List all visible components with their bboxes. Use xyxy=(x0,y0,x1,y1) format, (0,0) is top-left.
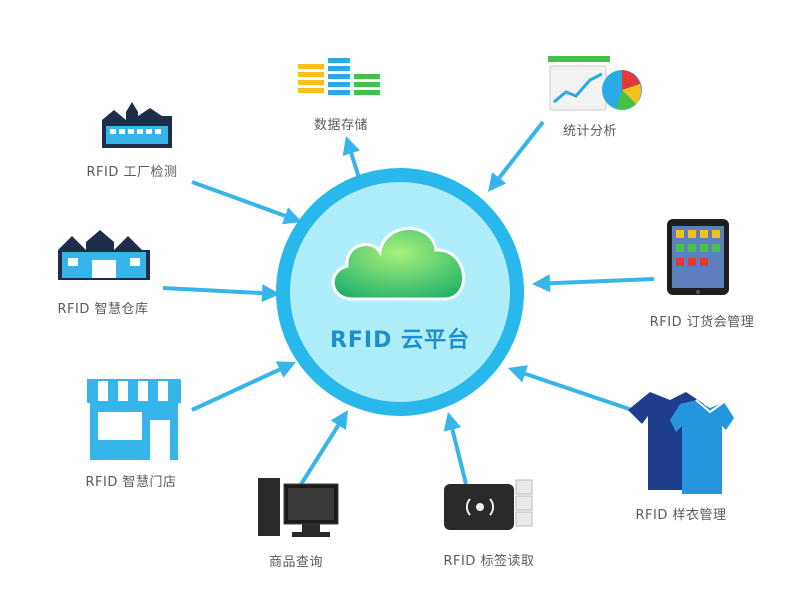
node-label-store: RFID 智慧门店 xyxy=(85,475,177,490)
database-bars-icon xyxy=(298,58,380,95)
arrow-storage xyxy=(342,136,361,179)
node-label-clothing: RFID 样衣管理 xyxy=(635,508,727,523)
clothing-icon xyxy=(628,392,734,494)
arrow-reader xyxy=(443,412,468,485)
node-label-tablet: RFID 订货会管理 xyxy=(649,315,755,330)
arrow-warehouse xyxy=(162,284,280,303)
platform-title: RFID 云平台 xyxy=(329,328,471,353)
arrow-computer xyxy=(298,410,348,488)
storefront-icon xyxy=(87,379,181,460)
arrow-analysis xyxy=(488,120,545,192)
warehouse-icon xyxy=(58,230,150,280)
arrow-tablet xyxy=(532,274,655,293)
node-label-computer: 商品查询 xyxy=(268,555,324,570)
computer-icon xyxy=(258,478,339,537)
factory-icon xyxy=(102,102,172,148)
arrow-factory xyxy=(191,180,302,225)
node-label-storage: 数据存储 xyxy=(313,118,369,133)
node-label-reader: RFID 标签读取 xyxy=(443,554,535,569)
rfid-reader-icon xyxy=(444,479,533,530)
node-label-analysis: 统计分析 xyxy=(562,124,618,139)
arrow-clothing xyxy=(508,365,639,414)
node-label-warehouse: RFID 智慧仓库 xyxy=(57,302,149,317)
cloud-icon xyxy=(331,227,466,301)
tablet-icon xyxy=(667,219,729,295)
chart-analysis-icon xyxy=(548,56,642,111)
node-label-factory: RFID 工厂检测 xyxy=(86,165,178,180)
arrow-store xyxy=(191,361,296,412)
